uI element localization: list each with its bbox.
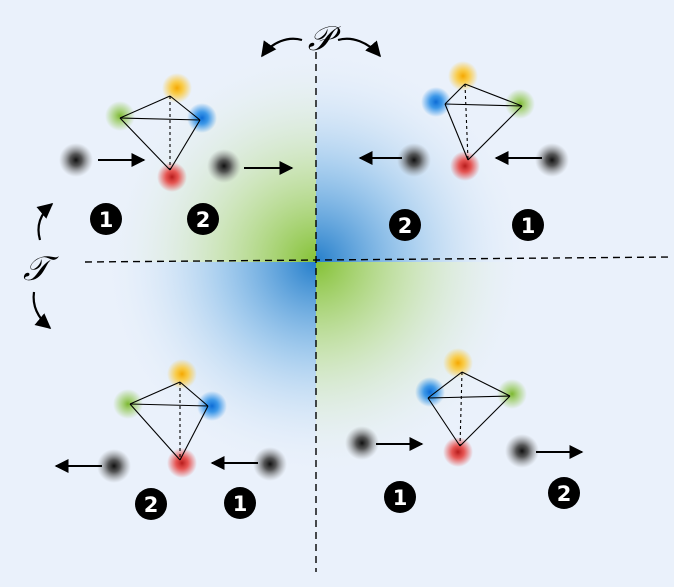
particle-2: [97, 449, 131, 483]
atom-blue: [415, 377, 445, 407]
quadrant-top-right: 2 1: [358, 61, 569, 241]
badge-1: 1: [224, 487, 256, 519]
atom-blue: [421, 87, 451, 117]
glow-bottom-right-green: [316, 262, 531, 477]
particle-2: [397, 143, 431, 177]
svg-text:2: 2: [144, 493, 159, 517]
tetrahedron: [129, 381, 209, 461]
badge-2: 2: [548, 477, 580, 509]
particle-1: [59, 143, 93, 177]
atom-red: [167, 448, 197, 478]
quadrant-top-left: 1 2: [59, 73, 294, 235]
time-arrow-up: [36, 203, 54, 241]
atom-yellow: [162, 73, 192, 103]
badge-2: 2: [135, 488, 167, 520]
svg-text:1: 1: [99, 208, 114, 232]
badge-2: 2: [389, 209, 421, 241]
atom-red: [450, 151, 480, 181]
parity-arrow-left: [261, 37, 303, 58]
badge-1: 1: [90, 203, 122, 235]
particle-1: [535, 143, 569, 177]
svg-text:1: 1: [233, 492, 248, 516]
atom-blue: [187, 103, 217, 133]
svg-text:2: 2: [557, 482, 572, 506]
badge-1: 1: [384, 481, 416, 513]
tetrahedron: [427, 371, 511, 447]
particle-1: [253, 447, 287, 481]
atom-red: [443, 437, 473, 467]
particle-1: [345, 426, 379, 460]
svg-text:2: 2: [398, 214, 413, 238]
atom-green: [105, 101, 135, 131]
atom-green: [113, 389, 143, 419]
particle-2: [207, 149, 241, 183]
quadrant-bottom-left: 2 1: [54, 359, 287, 520]
particle-2: [505, 434, 539, 468]
atom-green: [505, 89, 535, 119]
glow-top-left-green: [101, 47, 316, 262]
tetrahedron: [119, 95, 201, 171]
atom-yellow: [167, 359, 197, 389]
horizontal-axis: [84, 256, 673, 263]
svg-text:1: 1: [521, 214, 536, 238]
atom-yellow: [443, 348, 473, 378]
time-arrow-down: [32, 291, 52, 329]
badge-1: 1: [512, 209, 544, 241]
svg-text:1: 1: [393, 486, 408, 510]
tetrahedron: [444, 83, 523, 161]
atom-red: [157, 162, 187, 192]
svg-text:2: 2: [196, 208, 211, 232]
badge-2: 2: [187, 203, 219, 235]
parity-arrow-right: [337, 37, 382, 58]
atom-yellow: [448, 61, 478, 91]
glow-bottom-left-blue: [101, 262, 316, 477]
quadrant-bottom-right: 1 2: [345, 348, 584, 513]
